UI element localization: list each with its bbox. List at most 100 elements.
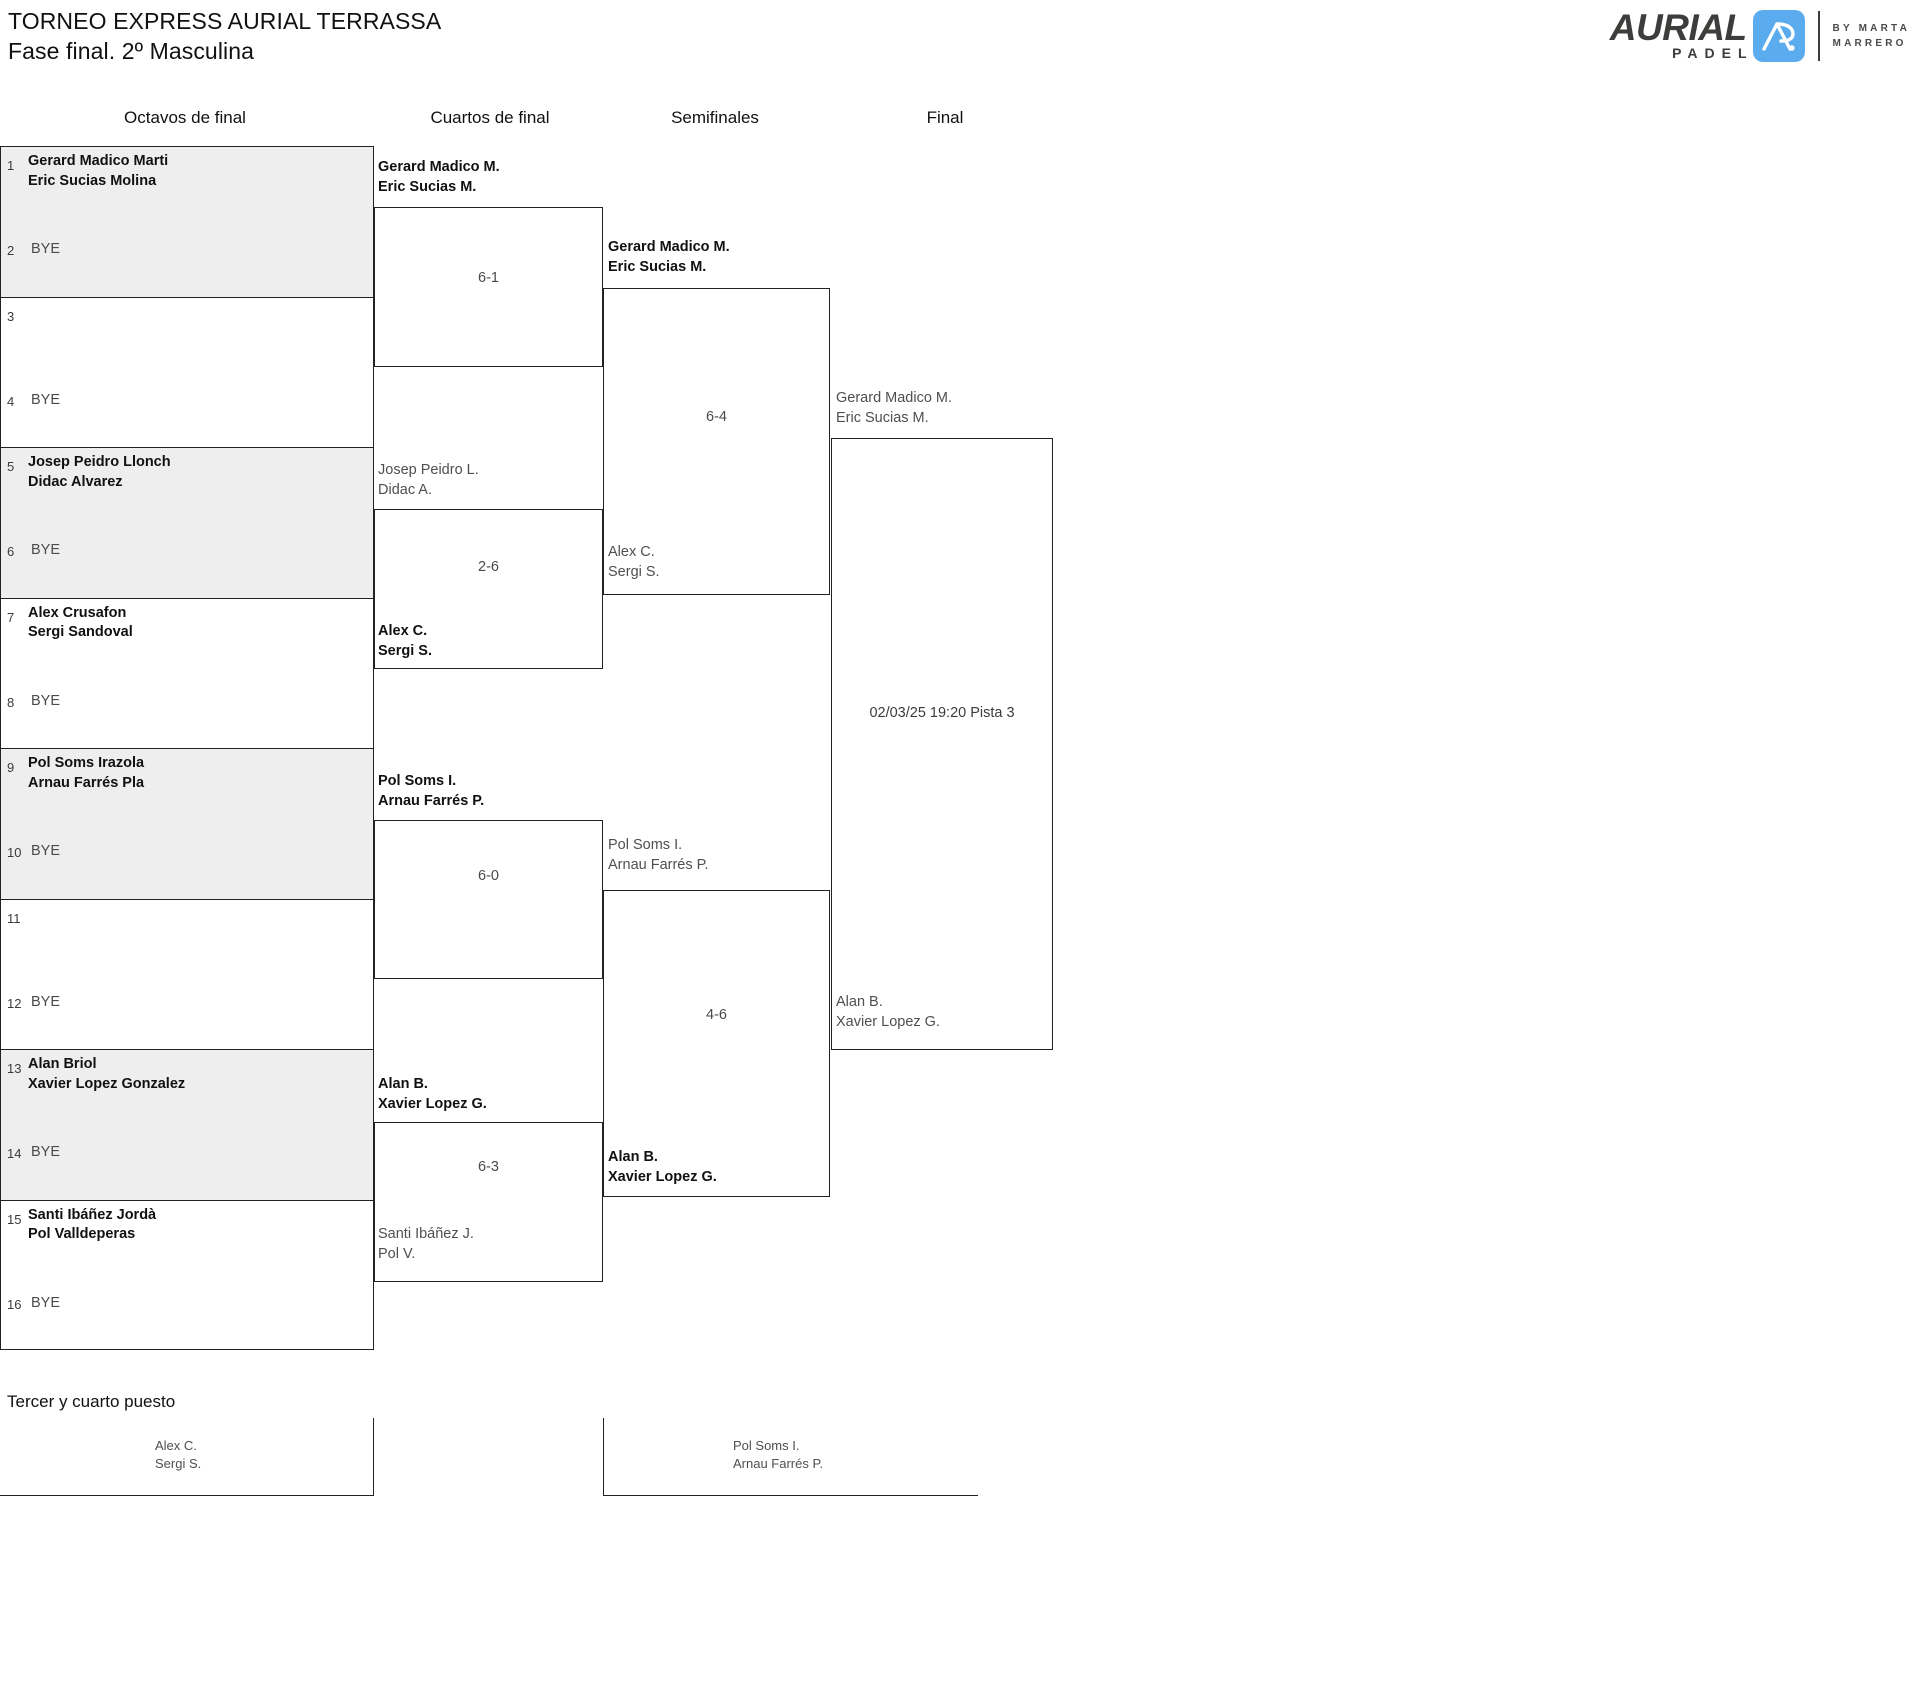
line-2: Didac A.: [378, 481, 432, 498]
qf2-bottom-team: Alex C. Sergi S.: [378, 622, 432, 661]
qf-match-4-box[interactable]: 6-3: [374, 1122, 603, 1282]
seed-number: 3: [7, 308, 15, 324]
seed-number: 2: [7, 243, 15, 258]
r1-pair-7[interactable]: 13 Alan Briol Xavier Lopez Gonzalez 14 B…: [0, 1049, 374, 1200]
line-2: Xavier Lopez G.: [836, 1013, 940, 1030]
line-2: Eric Sucias M.: [378, 178, 477, 195]
line-1: Alan B.: [608, 1149, 658, 1165]
third-place-title: Tercer y cuarto puesto: [7, 1392, 176, 1411]
line-2: Arnau Farrés P.: [608, 856, 709, 873]
player-2: Xavier Lopez Gonzalez: [28, 1075, 186, 1092]
r1-pair-1[interactable]: 1 Gerard Madico Marti Eric Sucias Molina…: [0, 146, 374, 297]
player-1: Josep Peidro Llonch: [28, 454, 171, 470]
logo-by-line1: BY MARTA: [1832, 23, 1910, 34]
seed-number: 16: [7, 1296, 22, 1312]
third-place-left-box[interactable]: [0, 1418, 374, 1496]
line-2: Sergi S.: [155, 1456, 202, 1471]
player-2: Didac Alvarez: [28, 473, 123, 490]
line-1: Pol Soms I.: [378, 773, 457, 789]
logo-padel-text: PADEL: [1672, 45, 1754, 61]
seed-number: 1: [7, 158, 15, 173]
logo-wordmark: AURIAL PADEL: [1610, 9, 1747, 61]
tournament-name: TORNEO EXPRESS AURIAL TERRASSA: [8, 8, 442, 34]
line-2: Pol V.: [378, 1245, 416, 1262]
r1-pair-5[interactable]: 9 Pol Soms Irazola Arnau Farrés Pla 10 B…: [0, 748, 374, 899]
seed-number: 7: [7, 609, 15, 625]
page-title: TORNEO EXPRESS AURIAL TERRASSA Fase fina…: [8, 7, 441, 66]
seed-number: 8: [7, 694, 15, 710]
sf2-bottom-team: Alan B. Xavier Lopez G.: [608, 1148, 717, 1187]
sf1-score: 6-4: [706, 409, 727, 425]
line-1: Josep Peidro L.: [378, 462, 479, 478]
seed-number: 9: [7, 760, 15, 775]
qf4-bottom-team: Santi Ibáñez J. Pol V.: [378, 1225, 474, 1264]
player-2: Eric Sucias Molina: [28, 172, 157, 189]
line-2: Eric Sucias M.: [608, 258, 707, 275]
team-names: Alex Crusafon Sergi Sandoval: [28, 604, 133, 643]
round-header-cuartos: Cuartos de final: [430, 108, 550, 127]
seed-number: 5: [7, 459, 15, 474]
line-1: Alan B.: [378, 1076, 428, 1092]
player-1: Alex Crusafon: [28, 604, 127, 621]
team-names: Alan Briol Xavier Lopez Gonzalez: [28, 1055, 185, 1094]
seed-number: 4: [7, 393, 15, 409]
seed-number: 12: [7, 995, 22, 1011]
round-header-semis: Semifinales: [671, 108, 759, 127]
line-1: Pol Soms I.: [608, 837, 683, 853]
player-1: Alan Briol: [28, 1056, 97, 1072]
final-bottom-team: Alan B. Xavier Lopez G.: [836, 993, 940, 1032]
sf2-score: 4-6: [706, 1007, 727, 1023]
r1-pair-8[interactable]: 15 Santi Ibáñez Jordà Pol Valldeperas 16…: [0, 1199, 374, 1350]
qf3-top-team: Pol Soms I. Arnau Farrés P.: [378, 772, 484, 811]
line-1: Alex C.: [155, 1438, 197, 1453]
third-place-right-box[interactable]: [603, 1418, 978, 1496]
third-place-left-team: Alex C. Sergi S.: [155, 1437, 201, 1473]
final-top-team: Gerard Madico M. Eric Sucias M.: [836, 389, 952, 428]
seed-number: 11: [7, 910, 21, 926]
line-1: Alan B.: [836, 994, 883, 1010]
bye-label: BYE: [31, 391, 61, 408]
final-match-box[interactable]: 02/03/25 19:20 Pista 3: [831, 438, 1053, 1050]
qf-match-3-box[interactable]: 6-0: [374, 820, 603, 979]
player-2: Sergi Sandoval: [28, 624, 133, 640]
team-names: Pol Soms Irazola Arnau Farrés Pla: [28, 754, 144, 793]
line-1: Gerard Madico M.: [378, 159, 500, 175]
logo-by-line2: MARRERO: [1832, 38, 1907, 49]
sf2-top-team: Pol Soms I. Arnau Farrés P.: [608, 836, 708, 875]
r1-pair-4[interactable]: 7 Alex Crusafon Sergi Sandoval 8 BYE: [0, 597, 374, 748]
line-1: Pol Soms I.: [733, 1438, 800, 1453]
round-header-octavos: Octavos de final: [124, 108, 246, 127]
bye-label: BYE: [31, 1294, 61, 1311]
bye-label: BYE: [31, 692, 61, 709]
bye-label: BYE: [31, 843, 61, 859]
third-place-right-team: Pol Soms I. Arnau Farrés P.: [733, 1437, 823, 1473]
line-2: Arnau Farrés P.: [378, 792, 485, 809]
player-1: Gerard Madico Marti: [28, 153, 169, 169]
seed-number: 6: [7, 544, 15, 559]
line-2: Xavier Lopez G.: [378, 1095, 487, 1112]
qf3-score: 6-0: [478, 868, 499, 884]
sf1-bottom-team: Alex C. Sergi S.: [608, 543, 660, 582]
line-2: Arnau Farrés P.: [733, 1456, 824, 1471]
sf-match-2-box[interactable]: 4-6: [603, 890, 830, 1197]
r1-pair-6[interactable]: 11 12 BYE: [0, 898, 374, 1049]
sf-match-1-box[interactable]: 6-4: [603, 288, 830, 595]
qf4-top-team: Alan B. Xavier Lopez G.: [378, 1075, 487, 1114]
player-1: Santi Ibáñez Jordà: [28, 1206, 157, 1223]
qf-match-1-box[interactable]: 6-1: [374, 207, 603, 367]
line-1: Gerard Madico M.: [608, 239, 730, 255]
line-2: Xavier Lopez G.: [608, 1168, 717, 1185]
bye-label: BYE: [31, 993, 61, 1010]
r1-pair-2[interactable]: 3 4 BYE: [0, 296, 374, 447]
qf-match-2-box[interactable]: 2-6: [374, 509, 603, 669]
r1-pair-3[interactable]: 5 Josep Peidro Llonch Didac Alvarez 6 BY…: [0, 447, 374, 598]
player-2: Arnau Farrés Pla: [28, 774, 145, 791]
line-1: Alex C.: [608, 544, 655, 560]
team-names: Josep Peidro Llonch Didac Alvarez: [28, 453, 171, 492]
qf4-score: 6-3: [478, 1159, 499, 1175]
bye-label: BYE: [31, 542, 61, 558]
seed-number: 15: [7, 1211, 22, 1227]
logo-divider: [1817, 11, 1820, 61]
qf1-score: 6-1: [478, 270, 499, 286]
